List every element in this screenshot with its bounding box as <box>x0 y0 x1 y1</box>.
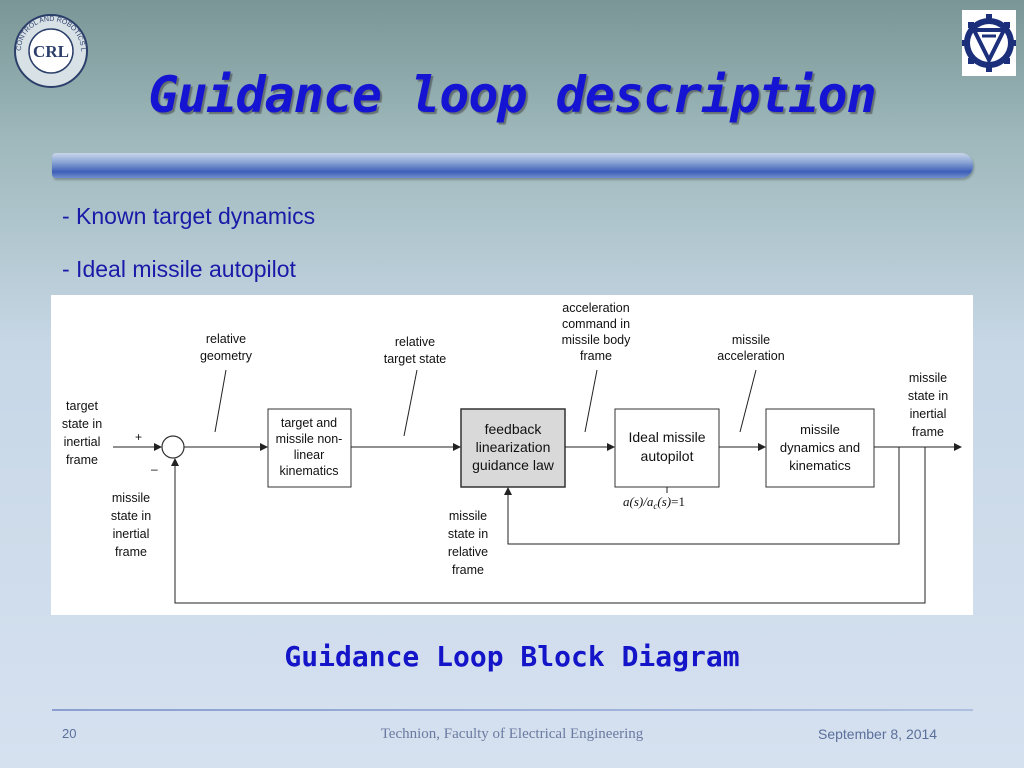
label-missile-state-inertial-3: inertial <box>113 527 150 541</box>
footer-page-number: 20 <box>62 726 77 741</box>
label-missile-state-relative-3: relative <box>448 545 488 559</box>
diagram-caption: Guidance Loop Block Diagram <box>284 640 740 673</box>
label-accel-command-1: acceleration <box>562 301 629 315</box>
crl-logo-text: CRL <box>33 42 69 61</box>
label-relative-target-state-1: relative <box>395 335 435 349</box>
minus-sign: – <box>151 462 158 476</box>
title-underline-bar <box>52 153 973 178</box>
plus-sign: + <box>135 430 142 444</box>
label-missile-state-relative-1: missile <box>449 509 487 523</box>
block-kinematics-line4: kinematics <box>279 464 338 478</box>
block-diagram: + – target and missile non- linear kinem… <box>51 295 973 615</box>
label-accel-command-3: missile body <box>562 333 632 347</box>
label-relative-target-state-2: target state <box>384 352 447 366</box>
label-target-state-4: frame <box>66 453 98 467</box>
label-missile-state-output-1: missile <box>909 371 947 385</box>
footer-date: September 8, 2014 <box>818 726 938 742</box>
block-autopilot <box>614 408 720 488</box>
block-kinematics-line3: linear <box>294 448 325 462</box>
label-missile-state-inertial-2: state in <box>111 509 151 523</box>
block-guidance-law <box>460 408 566 488</box>
bullet-known-target-dynamics: - Known target dynamics <box>62 203 316 229</box>
crl-logo: CONTROL AND ROBOTICS LAB · Department of… <box>9 7 90 90</box>
block-kinematics-line1: target and <box>281 416 337 430</box>
slide-title: Guidance loop description <box>148 66 877 124</box>
label-missile-state-relative-2: state in <box>448 527 488 541</box>
block-dynamics-line2: dynamics and <box>780 440 860 455</box>
block-missile-dynamics <box>765 408 875 488</box>
label-missile-state-output-4: frame <box>912 425 944 439</box>
label-missile-acceleration-1: missile <box>732 333 770 347</box>
block-autopilot-line1: Ideal missile <box>628 429 705 445</box>
bullet-ideal-missile-autopilot: - Ideal missile autopilot <box>62 256 296 282</box>
label-missile-state-output-3: inertial <box>910 407 947 421</box>
label-relative-geometry-1: relative <box>206 332 246 346</box>
label-target-state-1: target <box>66 399 98 413</box>
footer-divider <box>52 709 973 711</box>
label-accel-command-2: command in <box>562 317 630 331</box>
label-relative-geometry-2: geometry <box>200 349 253 363</box>
label-missile-state-inertial-4: frame <box>115 545 147 559</box>
label-target-state-3: inertial <box>64 435 101 449</box>
label-target-state-2: state in <box>62 417 102 431</box>
label-missile-state-output-2: state in <box>908 389 948 403</box>
block-kinematics-line2: missile non- <box>276 432 343 446</box>
label-missile-state-relative-4: frame <box>452 563 484 577</box>
summing-junction <box>161 435 185 459</box>
label-missile-acceleration-2: acceleration <box>717 349 784 363</box>
transfer-function-equation: a(s)/ac(s)=1 <box>623 494 685 511</box>
block-guidance-line2: linearization <box>476 439 551 455</box>
footer-institution: Technion, Faculty of Electrical Engineer… <box>380 726 644 742</box>
block-dynamics-line3: kinematics <box>789 458 851 473</box>
block-autopilot-line2: autopilot <box>641 448 694 464</box>
block-dynamics-line1: missile <box>800 422 840 437</box>
label-accel-command-4: frame <box>580 349 612 363</box>
block-guidance-line3: guidance law <box>472 457 555 473</box>
block-guidance-line1: feedback <box>485 421 543 437</box>
block-kinematics <box>267 408 352 488</box>
technion-logo <box>962 10 1016 76</box>
label-missile-state-inertial-1: missile <box>112 491 150 505</box>
